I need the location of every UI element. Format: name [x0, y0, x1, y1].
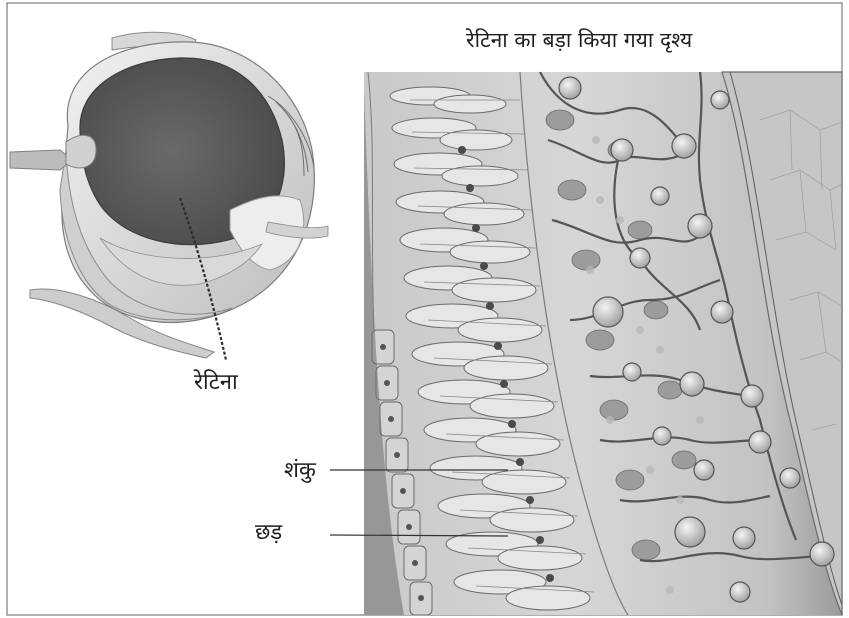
cone-label: शंकु: [284, 460, 316, 482]
rod-label: छड़: [255, 522, 282, 544]
retina-label: रेटिना: [194, 372, 238, 394]
eyeball-illustration: [10, 32, 328, 360]
magnified-retina-panel: [364, 72, 842, 615]
figure-title: रेटिना का बड़ा किया गया दृश्य: [466, 30, 692, 51]
